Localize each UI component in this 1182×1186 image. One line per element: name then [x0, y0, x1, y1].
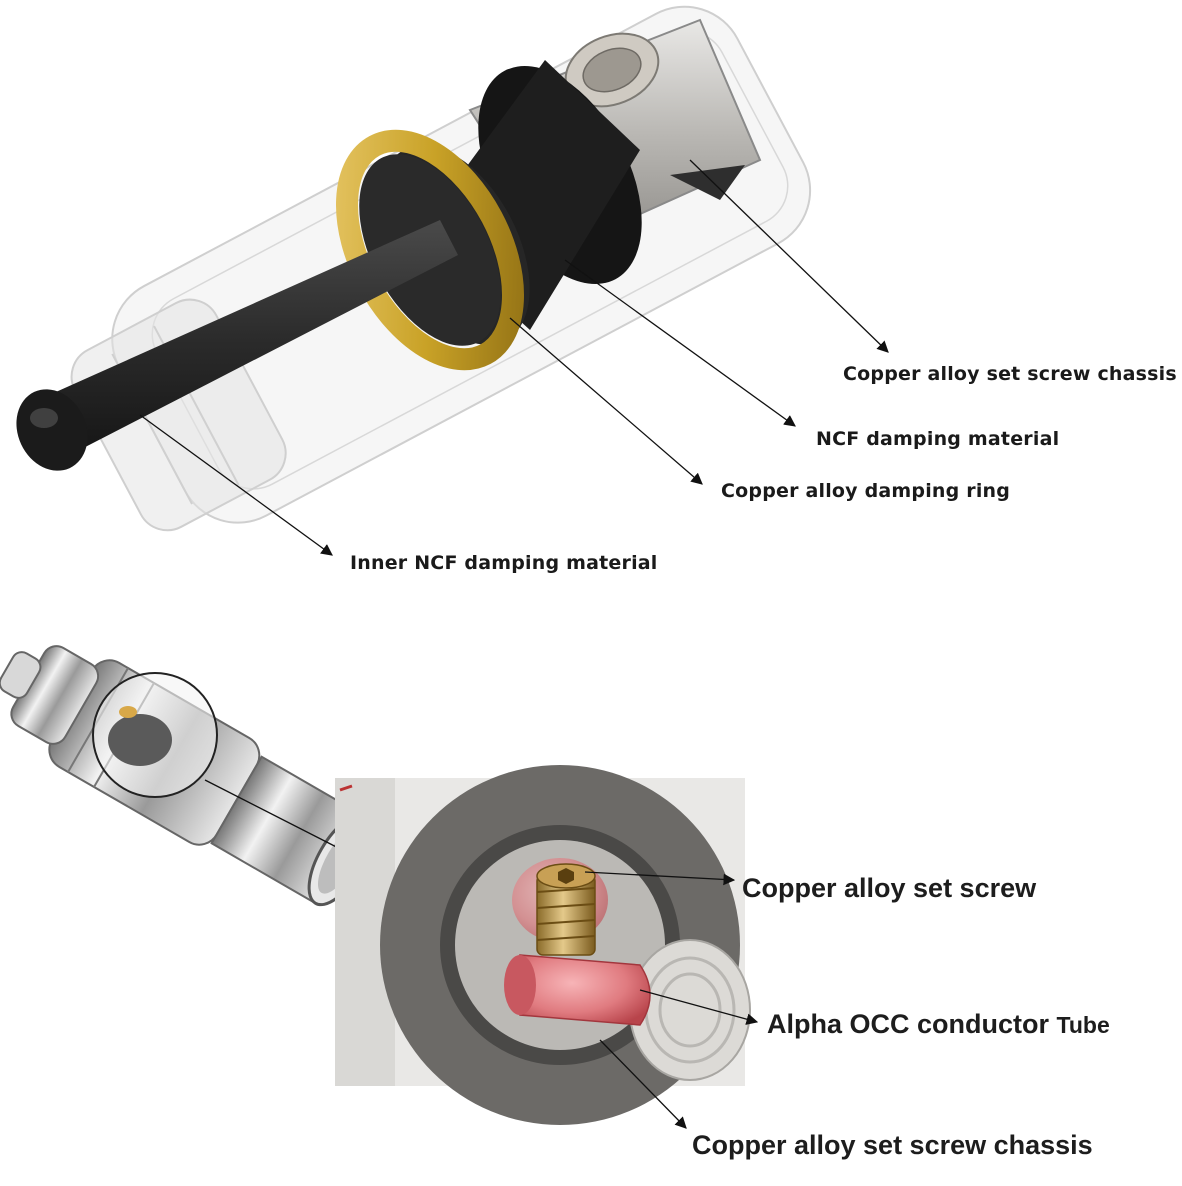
- label-conductor-tube: Alpha OCC conductor Tube: [767, 1009, 1110, 1040]
- leader-bottom-chassis: [599, 1039, 687, 1129]
- label-ncf-damping: NCF damping material: [816, 428, 1060, 450]
- leader-chassis: [689, 159, 889, 353]
- label-conductor-suffix: Tube: [1056, 1012, 1110, 1038]
- label-bottom-chassis: Copper alloy set screw chassis: [692, 1130, 1093, 1160]
- leader-zoom: [204, 779, 360, 859]
- label-damping-ring: Copper alloy damping ring: [721, 480, 1011, 502]
- bottom-small-connector: [0, 645, 374, 907]
- inner-ncf-rod: [16, 220, 458, 471]
- label-chassis: Copper alloy set screw chassis: [843, 363, 1177, 385]
- top-connector-illustration: [16, 5, 812, 532]
- bottom-leader-lines: [584, 871, 759, 1129]
- label-inner-ncf: Inner NCF damping material: [350, 552, 658, 574]
- leader-conductor: [639, 989, 759, 1025]
- label-set-screw: Copper alloy set screw: [742, 873, 1037, 903]
- leader-inner-ncf: [139, 414, 333, 556]
- leader-ncf: [564, 259, 796, 427]
- bottom-zoom-cutaway: [335, 765, 751, 1125]
- top-leader-lines: [139, 159, 889, 556]
- leader-ring: [509, 317, 703, 485]
- copper-alloy-set-screw: [536, 863, 596, 956]
- leader-set-screw: [584, 871, 736, 886]
- label-conductor-main: Alpha OCC conductor: [767, 1009, 1049, 1039]
